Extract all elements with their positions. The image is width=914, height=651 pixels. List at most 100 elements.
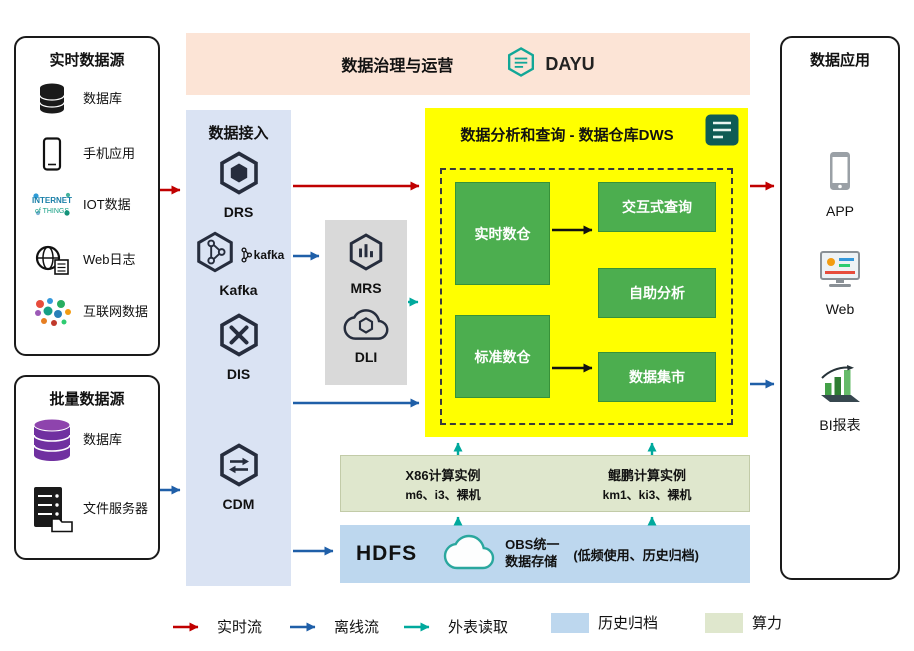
- obs-line2: 数据存储: [505, 554, 558, 569]
- legend-archive: 历史归档: [551, 612, 658, 633]
- legend-label: 历史归档: [598, 615, 659, 632]
- kafka-icon: [193, 230, 237, 279]
- compute-x86: X86计算实例 m6、i3、裸机: [341, 456, 545, 511]
- compute-x86-title: X86计算实例: [405, 467, 481, 483]
- kafka-icon-row: kafka: [193, 230, 285, 279]
- app-item-bi: BI报表: [782, 364, 898, 435]
- service-dis: DIS: [186, 312, 291, 382]
- source-label: 文件服务器: [83, 500, 149, 516]
- source-label: IOT数据: [83, 196, 131, 212]
- compute-bar: X86计算实例 m6、i3、裸机 鲲鹏计算实例 km1、ki3、裸机: [340, 455, 750, 512]
- service-label: DRS: [223, 204, 254, 220]
- dws-standard-warehouse: 标准数仓: [455, 315, 550, 398]
- ingestion-title: 数据接入: [208, 125, 269, 142]
- iot-icon: INTERNET of THINGS: [28, 190, 76, 220]
- service-label: DLI: [354, 349, 378, 365]
- processing-panel: MRS DLI: [325, 220, 407, 385]
- drs-icon: [216, 150, 262, 201]
- dws-interactive-query: 交互式查询: [598, 182, 716, 232]
- dws-title: 数据分析和查询 - 数据仓库DWS: [460, 127, 674, 144]
- obs-cloud-icon: [443, 534, 495, 575]
- legend-label: 算力: [752, 615, 783, 632]
- kafka-wordmark: kafka: [240, 246, 285, 263]
- source-label: Web日志: [83, 251, 136, 267]
- batch-sources-title: 批量数据源: [49, 391, 125, 408]
- batch-sources-panel: 批量数据源 数据库: [14, 375, 160, 560]
- source-label: 互联网数据: [83, 303, 149, 319]
- legend-offline: 离线流: [289, 616, 379, 637]
- source-label: 手机应用: [83, 145, 136, 161]
- cdm-icon: [216, 442, 262, 493]
- obs-line1: OBS统一: [505, 537, 560, 553]
- legend-offline-arrow-icon: [290, 622, 316, 631]
- legend-label: 外表读取: [448, 619, 509, 636]
- legend-external-arrow-icon: [404, 622, 430, 631]
- internet-icon: [28, 296, 76, 328]
- weblog-icon: [28, 244, 76, 276]
- compute-kunpeng-title: 鲲鹏计算实例: [607, 467, 686, 483]
- source-item-iot: INTERNET of THINGS IOT数据: [28, 190, 152, 220]
- app-label: Web: [825, 301, 855, 317]
- source-item-internet: 互联网数据: [28, 296, 152, 328]
- bi-chart-icon: [817, 364, 863, 409]
- dws-self-analysis: 自助分析: [598, 268, 716, 318]
- legend-realtime: 实时流: [172, 616, 262, 637]
- app-label: APP: [825, 203, 854, 219]
- service-label: CDM: [222, 496, 255, 512]
- source-item-weblog: Web日志: [28, 244, 152, 276]
- service-kafka: kafka Kafka: [186, 230, 291, 298]
- app-item-web: Web: [782, 250, 898, 317]
- legend-label: 离线流: [334, 619, 380, 636]
- service-label: Kafka: [219, 282, 258, 298]
- legend-external: 外表读取: [403, 616, 508, 637]
- realtime-sources-panel: 实时数据源 数据库 手机应用: [14, 36, 160, 356]
- legend-label: 实时流: [217, 619, 263, 636]
- realtime-sources-title: 实时数据源: [49, 52, 125, 69]
- applications-title: 数据应用: [809, 52, 870, 69]
- legend-archive-swatch: [551, 612, 589, 633]
- source-item-file-server: 文件服务器: [28, 485, 152, 533]
- dli-icon: [343, 308, 389, 346]
- source-item-batch-database: 数据库: [28, 417, 152, 463]
- governance-title: 数据治理与运营: [341, 58, 454, 75]
- source-label: 数据库: [83, 431, 123, 447]
- dayu-hexagon-icon: [505, 45, 537, 84]
- svg-text:INTERNET: INTERNET: [32, 196, 72, 205]
- dayu-logo: DAYU: [505, 45, 595, 84]
- service-label: DIS: [226, 366, 251, 382]
- legend-compute: 算力: [705, 612, 782, 633]
- compute-kunpeng-models: km1、ki3、裸机: [602, 487, 692, 502]
- hdfs-label: HDFS: [356, 542, 418, 565]
- source-item-mobile: 手机应用: [28, 137, 152, 171]
- legend: 实时流 离线流 外表读取 历史归档 算力: [0, 610, 914, 650]
- applications-panel: 数据应用 APP: [780, 36, 900, 580]
- service-dli: DLI: [325, 308, 407, 365]
- dws-realtime-warehouse: 实时数仓: [455, 182, 550, 285]
- legend-compute-swatch: [705, 612, 743, 633]
- source-label: 数据库: [83, 90, 123, 106]
- storage-note: (低频使用、历史归档): [573, 547, 700, 563]
- svg-text:of THINGS: of THINGS: [35, 208, 69, 215]
- kafka-logo-glyph: [241, 246, 252, 263]
- ingestion-column: 数据接入 DRS: [186, 110, 291, 586]
- file-server-icon: [28, 485, 76, 533]
- service-mrs: MRS: [325, 232, 407, 296]
- app-item-app: APP: [782, 150, 898, 219]
- dayu-logo-text: DAYU: [545, 53, 595, 74]
- dws-data-mart: 数据集市: [598, 352, 716, 402]
- service-cdm: CDM: [186, 442, 291, 512]
- service-label: MRS: [350, 280, 382, 296]
- compute-kunpeng: 鲲鹏计算实例 km1、ki3、裸机: [545, 456, 749, 511]
- web-monitor-icon: [817, 250, 863, 295]
- app-label: BI报表: [819, 417, 861, 433]
- dws-block: 数据分析和查询 - 数据仓库DWS 实时数仓 标准数仓 交互式查询 自助分析 数…: [425, 108, 748, 437]
- dws-inner-dashed-box: [440, 168, 733, 425]
- source-item-database: 数据库: [28, 82, 152, 116]
- database-purple-icon: [28, 417, 76, 463]
- governance-bar: 数据治理与运营 DAYU: [186, 33, 750, 95]
- kafka-wordmark-text: kafka: [253, 247, 285, 262]
- obs-storage-label: OBS统一 数据存储: [505, 537, 559, 571]
- mrs-icon: [346, 232, 386, 277]
- dis-icon: [216, 312, 262, 363]
